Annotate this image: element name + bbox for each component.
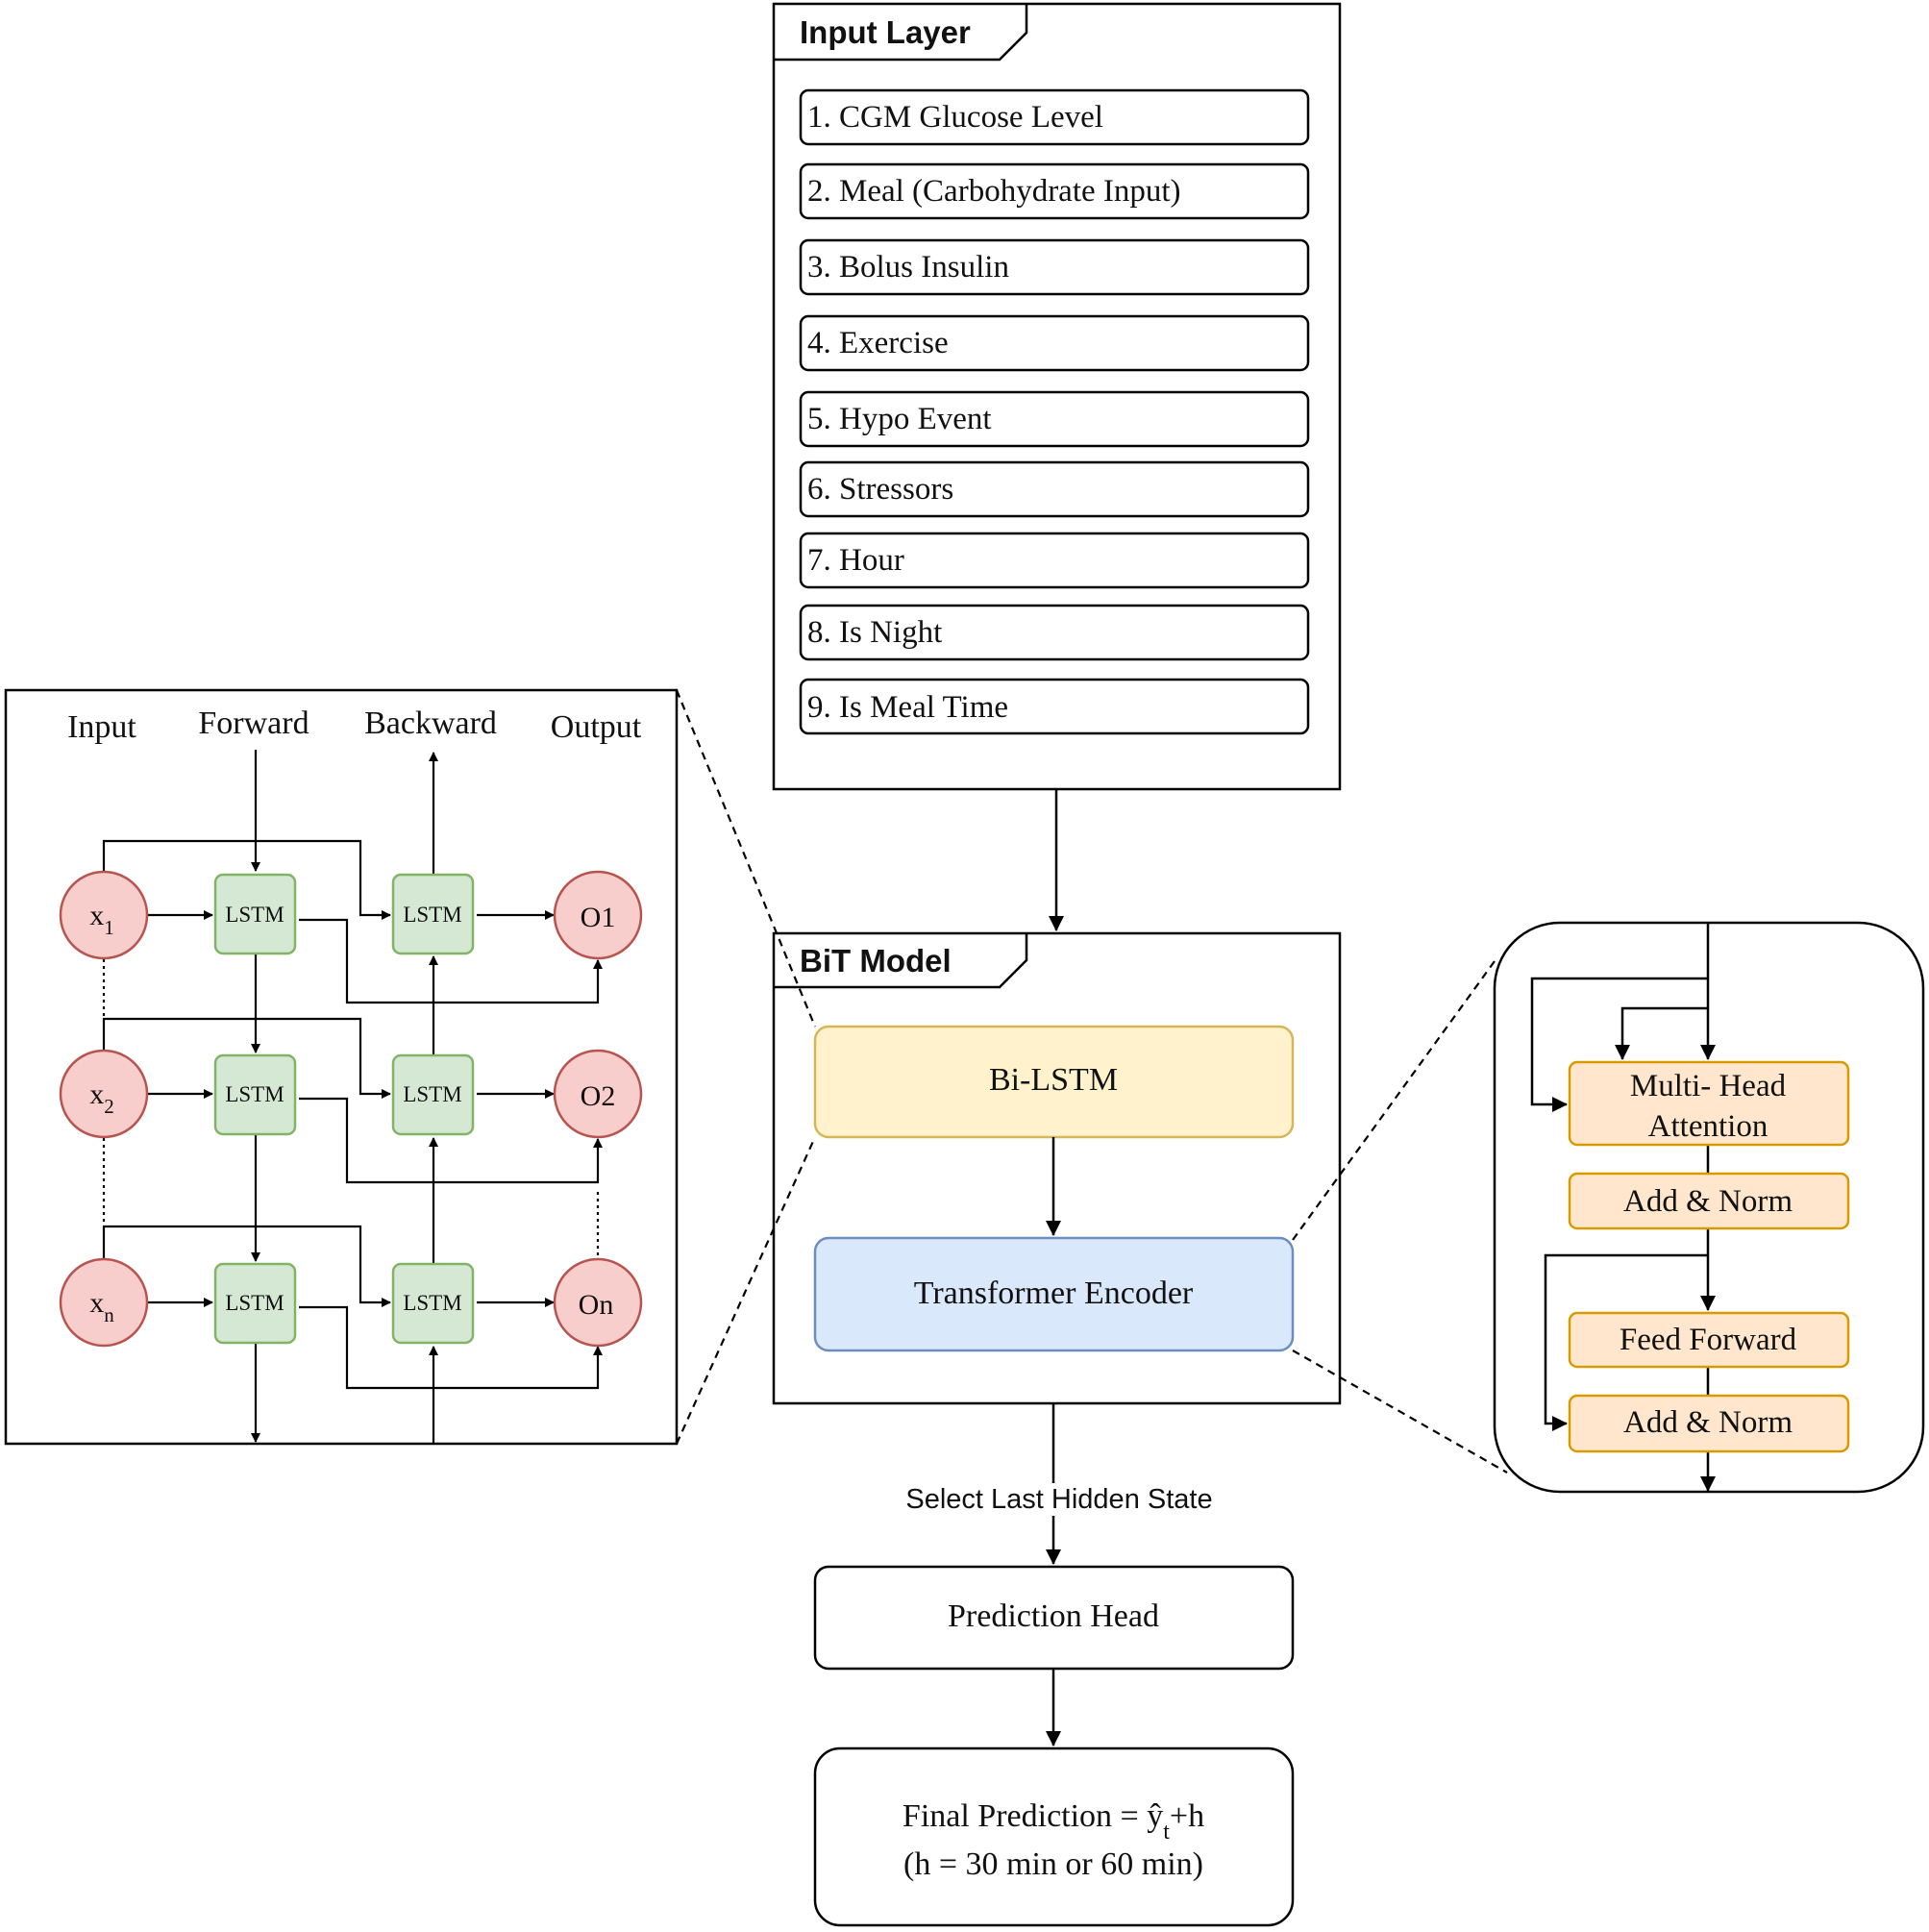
feature-item: 6. Stressors bbox=[799, 460, 1310, 518]
feature-label: 4. Exercise bbox=[807, 326, 949, 360]
svg-text:O2: O2 bbox=[581, 1080, 616, 1112]
feature-item: 5. Hypo Event bbox=[799, 390, 1310, 448]
svg-text:Add & Norm: Add & Norm bbox=[1623, 1405, 1793, 1440]
add-norm-block-1: Add & Norm bbox=[1568, 1172, 1850, 1230]
svg-text:LSTM: LSTM bbox=[403, 903, 461, 927]
feature-item: 1. CGM Glucose Level bbox=[799, 88, 1310, 146]
zoom-connector-line bbox=[675, 689, 817, 1028]
prediction-head-label: Prediction Head bbox=[948, 1598, 1159, 1634]
backward-lstm-cell: LSTM bbox=[391, 873, 475, 955]
svg-text:xn: xn bbox=[89, 1287, 114, 1326]
multi-head-attention-block: Multi- Head Attention bbox=[1568, 1060, 1850, 1147]
forward-lstm-cell: LSTM bbox=[213, 873, 297, 955]
bilstm-block: Bi-LSTM bbox=[813, 1025, 1295, 1139]
input-node-xn: xn bbox=[59, 1257, 149, 1348]
svg-text:Attention: Attention bbox=[1648, 1109, 1768, 1144]
add-norm-block-2: Add & Norm bbox=[1568, 1394, 1850, 1453]
feature-label: 9. Is Meal Time bbox=[807, 690, 1008, 725]
bilstm-row-2 bbox=[102, 1017, 603, 1184]
feature-label: 2. Meal (Carbohydrate Input) bbox=[807, 174, 1181, 209]
svg-text:LSTM: LSTM bbox=[225, 1082, 284, 1106]
feature-item: 8. Is Night bbox=[799, 604, 1310, 661]
input-node-x2: x2 bbox=[59, 1049, 149, 1139]
output-node-o1: O1 bbox=[553, 870, 643, 960]
final-prediction-formula: Final Prediction = ŷt+h bbox=[903, 1798, 1204, 1845]
bilstm-label: Bi-LSTM bbox=[989, 1062, 1118, 1098]
transformer-block: Transformer Encoder bbox=[813, 1236, 1295, 1352]
feature-label: 5. Hypo Event bbox=[807, 402, 992, 436]
svg-text:LSTM: LSTM bbox=[403, 1082, 461, 1106]
svg-text:LSTM: LSTM bbox=[403, 1291, 461, 1315]
transformer-label: Transformer Encoder bbox=[914, 1276, 1194, 1311]
feature-label: 7. Hour bbox=[807, 543, 904, 578]
svg-text:x2: x2 bbox=[89, 1078, 114, 1118]
svg-text:LSTM: LSTM bbox=[225, 1291, 284, 1315]
prediction-head-block: Prediction Head bbox=[813, 1565, 1295, 1671]
zoom-connector-line bbox=[675, 1136, 817, 1445]
select-hidden-state-label: Select Last Hidden State bbox=[905, 1484, 1212, 1515]
svg-text:Multi- Head: Multi- Head bbox=[1630, 1069, 1787, 1103]
feature-list: 1. CGM Glucose Level 2. Meal (Carbohydra… bbox=[799, 88, 1310, 735]
output-node-on: On bbox=[553, 1257, 643, 1348]
svg-text:Add & Norm: Add & Norm bbox=[1623, 1184, 1793, 1219]
bilstm-row-1 bbox=[102, 839, 603, 1004]
backward-lstm-cell: LSTM bbox=[391, 1053, 475, 1136]
svg-text:x1: x1 bbox=[89, 900, 114, 939]
final-prediction-block: Final Prediction = ŷt+h (h = 30 min or 6… bbox=[813, 1746, 1295, 1927]
svg-text:O1: O1 bbox=[581, 902, 616, 933]
forward-lstm-cell: LSTM bbox=[213, 1053, 297, 1136]
feature-item: 3. Bolus Insulin bbox=[799, 238, 1310, 296]
svg-text:On: On bbox=[579, 1289, 614, 1321]
backward-lstm-cell: LSTM bbox=[391, 1262, 475, 1345]
header-output: Output bbox=[551, 709, 642, 745]
svg-text:LSTM: LSTM bbox=[225, 903, 284, 927]
feature-label: 3. Bolus Insulin bbox=[807, 250, 1009, 285]
bit-model-title: BiT Model bbox=[800, 943, 952, 978]
header-forward: Forward bbox=[198, 706, 309, 741]
forward-lstm-cell: LSTM bbox=[213, 1262, 297, 1345]
svg-text:Feed Forward: Feed Forward bbox=[1620, 1323, 1797, 1357]
input-node-x1: x1 bbox=[59, 870, 149, 960]
feature-label: 1. CGM Glucose Level bbox=[807, 100, 1103, 135]
header-input: Input bbox=[67, 709, 136, 745]
feature-item: 7. Hour bbox=[799, 532, 1310, 589]
feature-label: 6. Stressors bbox=[807, 472, 953, 507]
zoom-connector-line bbox=[1292, 960, 1496, 1241]
final-prediction-horizon: (h = 30 min or 60 min) bbox=[903, 1846, 1203, 1882]
feature-item: 2. Meal (Carbohydrate Input) bbox=[799, 162, 1310, 220]
output-node-o2: O2 bbox=[553, 1049, 643, 1139]
feed-forward-block: Feed Forward bbox=[1568, 1311, 1850, 1369]
input-layer-title: Input Layer bbox=[800, 14, 971, 50]
feature-label: 8. Is Night bbox=[807, 615, 942, 650]
bilstm-row-3 bbox=[102, 1225, 603, 1390]
feature-item: 4. Exercise bbox=[799, 314, 1310, 372]
zoom-connector-line bbox=[1292, 1350, 1508, 1474]
header-backward: Backward bbox=[364, 706, 497, 741]
feature-item: 9. Is Meal Time bbox=[799, 678, 1310, 735]
